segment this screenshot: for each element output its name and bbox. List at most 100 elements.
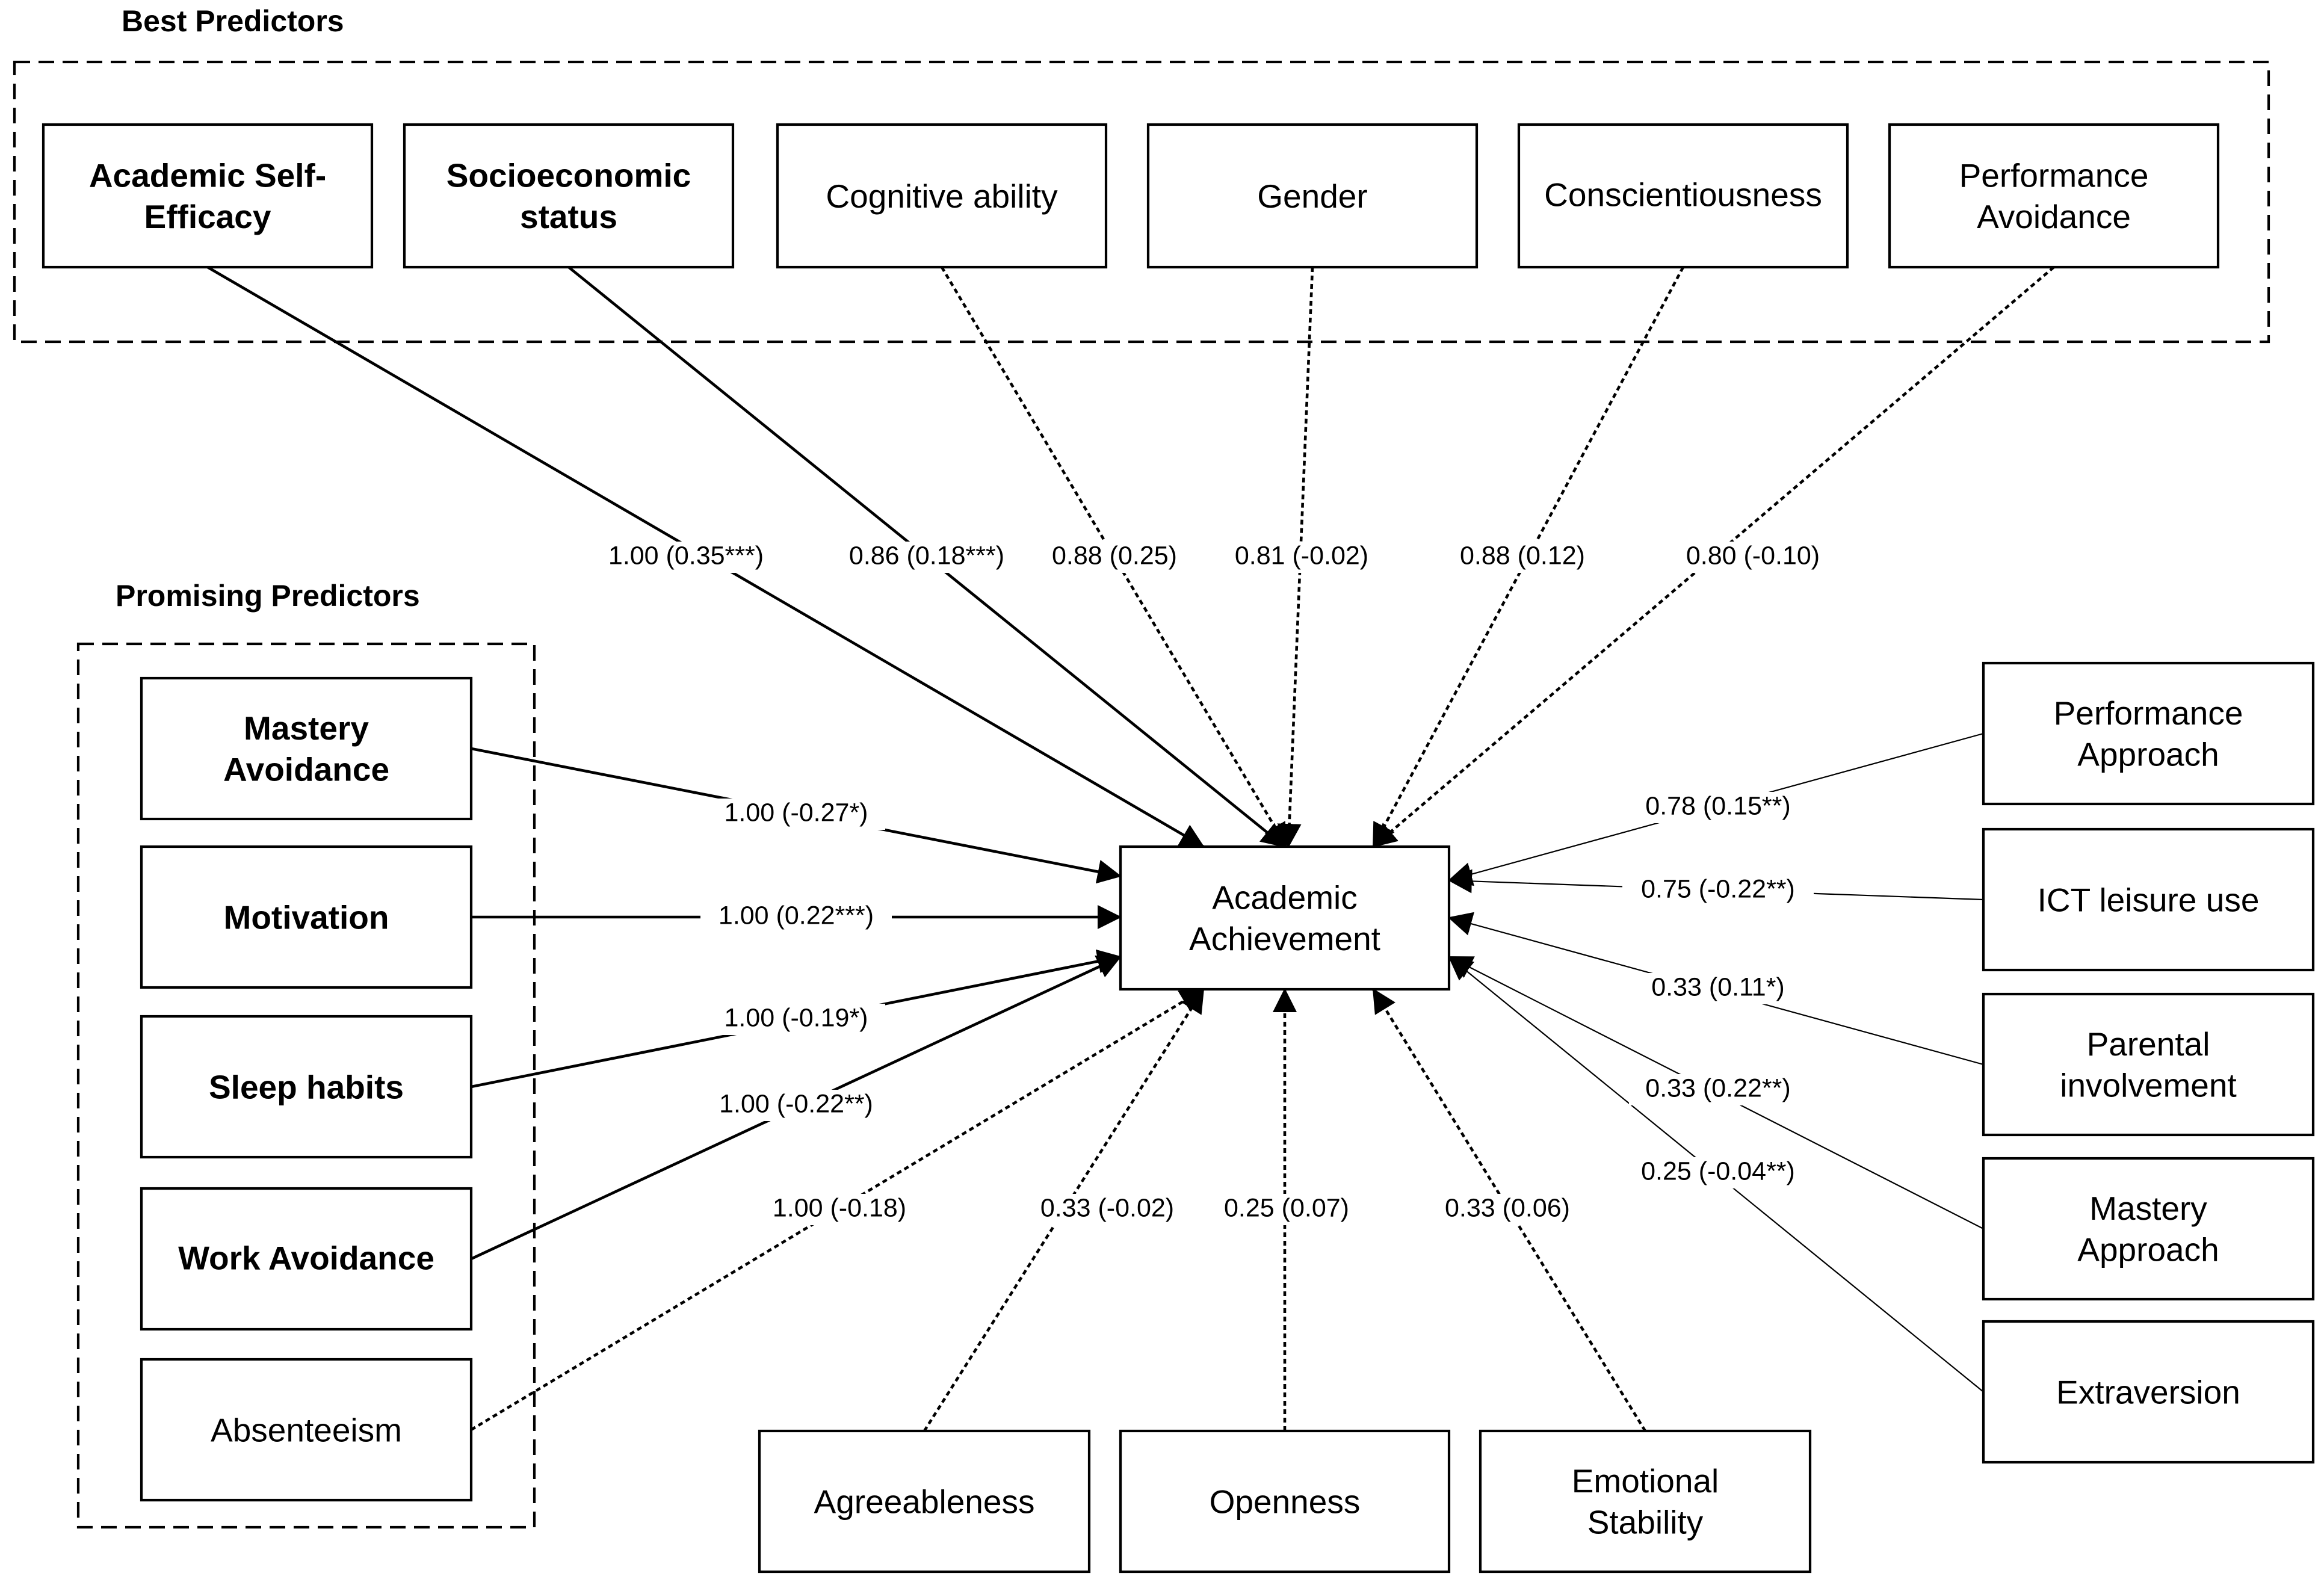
mastery-avoidance-edge-label-bg	[707, 799, 885, 830]
extraversion-edge-label-bg	[1622, 1157, 1814, 1188]
mastery-approach-text-line-1: Mastery	[2089, 1190, 2207, 1227]
mastery-avoidance-edge-label-text: 1.00 (-0.27*)	[724, 798, 868, 827]
motivation-edge-label-text: 1.00 (0.22***)	[719, 901, 874, 930]
gender-box	[1146, 123, 1479, 269]
ict-leisure-use-text-line-1: ICT leisure use	[2038, 881, 2260, 918]
conscientiousness-edge-label: 0.88 (0.12)	[1447, 541, 1598, 573]
agreeableness-text-line-1: Agreeableness	[814, 1483, 1035, 1520]
socioeconomic-status-box	[403, 123, 735, 269]
emotional-stability-box	[1479, 1429, 1812, 1574]
work-avoidance-edge-label-text: 1.00 (-0.22**)	[719, 1089, 873, 1118]
conscientiousness-node: Conscientiousness	[1517, 123, 1849, 269]
cognitive-ability-edge-label-text: 0.88 (0.25)	[1052, 541, 1177, 570]
target-text-line-2: Achievement	[1189, 920, 1380, 957]
work-avoidance-box	[140, 1187, 473, 1331]
best-predictors-frame	[13, 60, 2270, 344]
best-predictors-title: Best Predictors	[122, 4, 344, 38]
sleep-habits-edge-label-text: 1.00 (-0.19*)	[724, 1003, 868, 1032]
motivation-edge-label: 1.00 (0.22***)	[700, 901, 892, 933]
extraversion-edge-label: 0.25 (-0.04**)	[1622, 1157, 1814, 1188]
absenteeism-box	[140, 1358, 473, 1502]
socioeconomic-status-edge-label-text: 0.86 (0.18***)	[849, 541, 1004, 570]
sleep-habits-text-line-1: Sleep habits	[209, 1068, 404, 1105]
parental-involvement-text-line-2: involvement	[2060, 1067, 2236, 1104]
mastery-approach-edge-label-text: 0.33 (0.22**)	[1645, 1074, 1790, 1102]
motivation-box	[140, 845, 473, 989]
absenteeism-edge-label: 1.00 (-0.18)	[757, 1193, 922, 1225]
agreeableness-node: Agreeableness	[758, 1429, 1091, 1574]
sleep-habits-edge-label: 1.00 (-0.19*)	[707, 1003, 885, 1035]
performance-avoidance-edge-label: 0.80 (-0.10)	[1670, 541, 1835, 573]
agreeableness-edge-label-text: 0.33 (-0.02)	[1040, 1193, 1174, 1222]
promising-predictors-frame	[76, 642, 536, 1529]
openness-edge-label-bg	[1211, 1194, 1362, 1225]
sleep-habits-edge-label-bg	[707, 1004, 885, 1035]
academic-self-efficacy-edge-label-text: 1.00 (0.35***)	[608, 541, 764, 570]
ict-leisure-use-node: ICT leisure use	[1982, 827, 2315, 972]
agreeableness-edge-label: 0.33 (-0.02)	[1025, 1193, 1190, 1225]
conscientiousness-text-line-1: Conscientiousness	[1544, 176, 1822, 214]
emotional-stability-edge-label-bg	[1432, 1194, 1583, 1225]
performance-approach-text-line-2: Approach	[2077, 736, 2219, 773]
emotional-stability-edge-label: 0.33 (0.06)	[1432, 1193, 1583, 1225]
academic-self-efficacy-text-line-2: Efficacy	[144, 198, 271, 235]
openness-edge-label-text: 0.25 (0.07)	[1224, 1193, 1349, 1222]
mastery-approach-edge-label-bg	[1629, 1074, 1807, 1105]
sleep-habits-node: Sleep habits	[140, 1015, 473, 1159]
parental-involvement-edge-label-text: 0.33 (0.11*)	[1651, 972, 1785, 1001]
academic-self-efficacy-edge-label: 1.00 (0.35***)	[590, 541, 782, 573]
academic-self-efficacy-node: Academic Self- Efficacy	[42, 123, 374, 269]
extraversion-box	[1982, 1320, 2315, 1464]
motivation-edge-label-bg	[700, 901, 892, 933]
ict-leisure-use-box	[1982, 827, 2315, 972]
cognitive-ability-edge-label-bg	[1039, 542, 1190, 573]
openness-node: Openness	[1119, 1429, 1451, 1574]
mastery-avoidance-box	[140, 676, 473, 821]
performance-avoidance-text-line-2: Avoidance	[1977, 198, 2131, 235]
emotional-stability-text-line-2: Stability	[1587, 1504, 1704, 1541]
academic-self-efficacy-edge-label-bg	[590, 542, 782, 573]
performance-avoidance-edge-label-text: 0.80 (-0.10)	[1686, 541, 1820, 570]
mastery-avoidance-text-line-1: Mastery	[244, 709, 369, 747]
parental-involvement-box	[1982, 992, 2315, 1137]
motivation-text-line-1: Motivation	[224, 898, 389, 936]
ict-leisure-use-edge-label-bg	[1622, 875, 1814, 906]
gender-text-line-1: Gender	[1257, 178, 1367, 215]
cognitive-ability-text-line-1: Cognitive ability	[826, 178, 1058, 215]
extraversion-text-line-1: Extraversion	[2056, 1373, 2240, 1411]
extraversion-edge-label-text: 0.25 (-0.04**)	[1641, 1157, 1795, 1185]
work-avoidance-text-line-1: Work Avoidance	[178, 1240, 434, 1277]
cognitive-ability-node: Cognitive ability	[776, 123, 1108, 269]
absenteeism-text-line-1: Absenteeism	[211, 1411, 402, 1448]
sleep-habits-box	[140, 1015, 473, 1159]
emotional-stability-edge-label-text: 0.33 (0.06)	[1445, 1193, 1570, 1222]
performance-approach-box	[1982, 661, 2315, 806]
absenteeism-node: Absenteeism	[140, 1358, 473, 1502]
performance-approach-edge-label-bg	[1629, 792, 1807, 823]
cognitive-ability-edge-label: 0.88 (0.25)	[1039, 541, 1190, 573]
conscientiousness-box	[1517, 123, 1849, 269]
edge-labels-layer: 1.00 (0.35***) 0.86 (0.18***) 0.88 (0.25) 0…	[590, 541, 1835, 1225]
target-text-line-1: Academic	[1212, 879, 1357, 916]
performance-approach-edge-label: 0.78 (0.15**)	[1629, 791, 1807, 823]
performance-approach-edge-label-text: 0.78 (0.15**)	[1645, 791, 1790, 820]
academic-self-efficacy-text-line-1: Academic Self-	[89, 156, 326, 194]
work-avoidance-edge-label: 1.00 (-0.22**)	[700, 1089, 892, 1121]
absenteeism-edge-label-text: 1.00 (-0.18)	[773, 1193, 906, 1222]
mastery-approach-text-line-2: Approach	[2077, 1231, 2219, 1268]
conscientiousness-edge-label-text: 0.88 (0.12)	[1460, 541, 1585, 570]
mastery-avoidance-text-line-2: Avoidance	[223, 751, 389, 788]
ict-leisure-use-edge-label-text: 0.75 (-0.22**)	[1641, 874, 1795, 903]
emotional-stability-edge	[1372, 988, 1646, 1432]
openness-text-line-1: Openness	[1210, 1483, 1361, 1520]
parental-involvement-edge-label: 0.33 (0.11*)	[1636, 972, 1800, 1004]
mastery-approach-edge-label: 0.33 (0.22**)	[1629, 1074, 1807, 1105]
emotional-stability-text-line-1: Emotional	[1572, 1462, 1719, 1500]
